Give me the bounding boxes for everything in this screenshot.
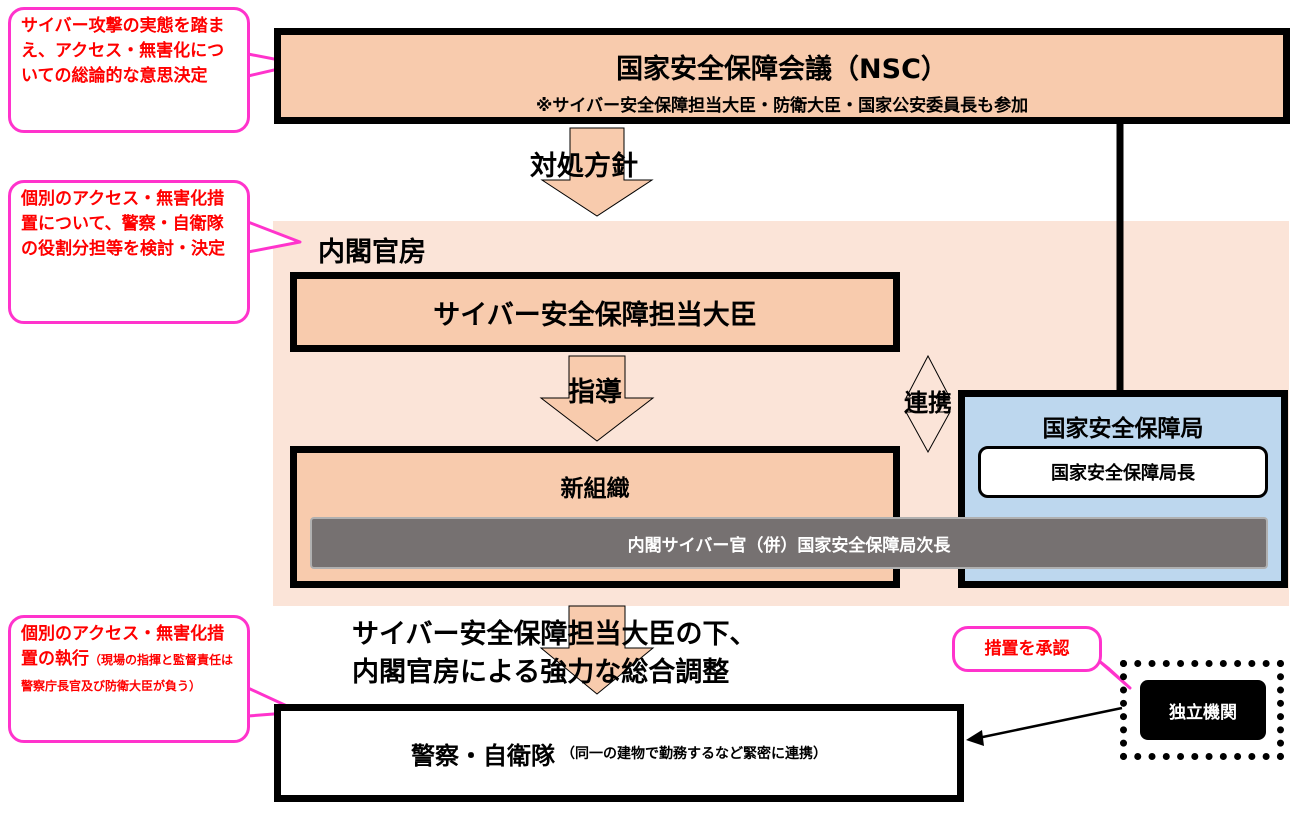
police-sdf-label: 警察・自衛隊 xyxy=(411,741,555,770)
cooperation-arrow xyxy=(905,354,951,454)
approval-line xyxy=(977,706,1123,740)
policy-label: 対処方針 xyxy=(530,151,638,182)
callout-cabinet: 個別のアクセス・無害化措置について、警察・自衛隊の役割分担等を検討・決定 xyxy=(8,180,250,324)
coordination-text: サイバー安全保障担当大臣の下、 内閣官房による強力な総合調整 xyxy=(352,616,756,692)
nss-title: 国家安全保障局 xyxy=(1042,416,1204,442)
callout-execution: 個別のアクセス・無害化措置の執行（現場の指揮と監督責任は警察庁長官及び防衛大臣が… xyxy=(8,615,250,743)
nsc-note: ※サイバー安全保障担当大臣・防衛大臣・国家公安委員長も参加 xyxy=(535,96,1029,116)
nsc-box: 国家安全保障会議（NSC） ※サイバー安全保障担当大臣・防衛大臣・国家公安委員長… xyxy=(274,28,1290,124)
nsc-title: 国家安全保障会議（NSC） xyxy=(616,54,948,85)
independent-body-frame xyxy=(1120,660,1284,760)
cabinet-office-label: 内閣官房 xyxy=(318,237,426,268)
callout-execution-main: 個別のアクセス・無害化措置の執行 xyxy=(21,624,225,669)
cooperation-label: 連携 xyxy=(904,388,952,417)
police-sdf-box: 警察・自衛隊 （同一の建物で勤務するなど緊密に連携） xyxy=(274,704,964,802)
policy-arrow xyxy=(540,127,654,217)
coordination-line-2: 内閣官房による強力な総合調整 xyxy=(352,657,730,688)
guidance-arrow xyxy=(539,355,655,442)
callout-pointer-cabinet xyxy=(246,220,302,254)
approval-arrowhead xyxy=(966,730,984,746)
callout-approve: 措置を承認 xyxy=(952,626,1102,672)
coordination-arrow xyxy=(539,605,655,695)
nss-chief-box: 国家安全保障局長 xyxy=(978,446,1268,498)
new-organization-label: 新組織 xyxy=(560,476,630,502)
coordination-line-1: サイバー安全保障担当大臣の下、 xyxy=(352,619,757,650)
callout-execution-note: （現場の指揮と監督責任は警察庁長官及び防衛大臣が負う） xyxy=(21,653,234,693)
guidance-label: 指導 xyxy=(568,377,622,408)
police-sdf-note: （同一の建物で勤務するなど緊密に連携） xyxy=(561,746,827,762)
cyber-officer-bar: 内閣サイバー官（併）国家安全保障局次長 xyxy=(310,517,1268,569)
cyber-minister-box: サイバー安全保障担当大臣 xyxy=(290,272,900,352)
callout-nsc: サイバー攻撃の実態を踏まえ、アクセス・無害化についての総論的な意思決定 xyxy=(8,7,250,133)
independent-body-box: 独立機関 xyxy=(1140,680,1266,740)
